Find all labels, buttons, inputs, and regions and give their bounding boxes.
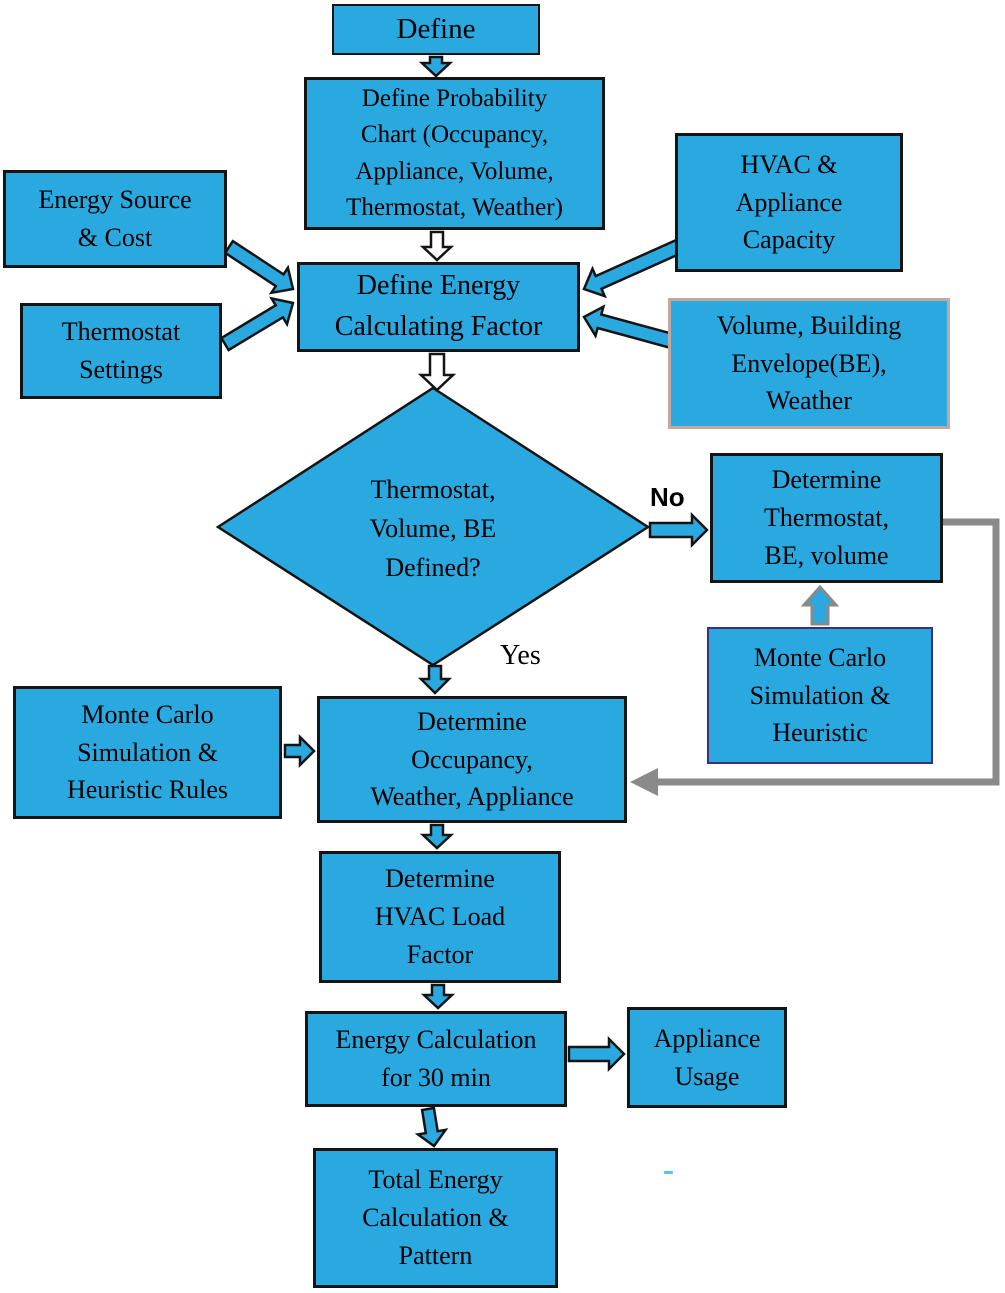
- node-monte-carlo-heuristic-rules: Monte Carlo Simulation & Heuristic Rules: [13, 686, 282, 819]
- arrow-define-to-probability: [418, 55, 454, 78]
- arrow-energy-source-to-factor: [223, 239, 295, 295]
- arrow-energy-calc-to-appliance-usage: [567, 1035, 626, 1073]
- branch-label-yes: Yes: [500, 640, 541, 671]
- node-thermostat-settings: Thermostat Settings: [20, 303, 222, 399]
- arrow-hvac-capacity-to-factor: [582, 237, 685, 299]
- node-volume-building-envelope-weather: Volume, Building Envelope(BE), Weather: [668, 298, 950, 429]
- node-hvac-appliance-capacity: HVAC & Appliance Capacity: [675, 133, 903, 272]
- arrow-hvac-load-to-energy-calc: [420, 983, 456, 1010]
- node-energy-calculation-30min: Energy Calculation for 30 min: [305, 1011, 567, 1107]
- arrow-monte-carlo-to-determine-thermostat: [800, 584, 840, 626]
- node-appliance-usage: Appliance Usage: [627, 1007, 787, 1108]
- arrow-volume-to-factor: [582, 304, 676, 350]
- arrow-thermostat-settings-to-factor: [219, 296, 295, 352]
- branch-label-no: No: [650, 482, 685, 512]
- arrow-mc-rules-to-occupancy: [283, 733, 316, 769]
- loop-arrowhead-left: [630, 768, 658, 796]
- node-total-energy-calculation-pattern: Total Energy Calculation & Pattern: [313, 1148, 558, 1288]
- arrow-energy-calc-to-total-energy: [414, 1106, 449, 1148]
- arrow-factor-to-decision: [417, 352, 457, 392]
- node-determine-hvac-load-factor: Determine HVAC Load Factor: [319, 851, 561, 983]
- decision-diamond-label: Thermostat, Volume, BE Defined?: [369, 474, 497, 582]
- arrow-occupancy-to-hvac-load: [419, 823, 455, 850]
- node-probability-chart: Define Probability Chart (Occupancy, App…: [304, 77, 605, 230]
- node-monte-carlo-simulation-heuristic: Monte Carlo Simulation & Heuristic: [707, 627, 933, 764]
- loop-line-feedback: [656, 518, 1000, 786]
- stray-mark: [664, 1171, 673, 1174]
- arrow-probability-to-factor: [419, 230, 455, 262]
- node-determine-thermostat-be-volume: Determine Thermostat, BE, volume: [710, 453, 943, 583]
- node-define: Define: [332, 4, 540, 55]
- node-energy-source-cost: Energy Source & Cost: [3, 170, 227, 268]
- node-define-energy-calculating-factor: Define Energy Calculating Factor: [297, 262, 580, 352]
- node-determine-occupancy-weather-appliance: Determine Occupancy, Weather, Appliance: [317, 696, 627, 823]
- arrow-no-to-determine-thermostat: [648, 511, 709, 549]
- arrow-yes-to-determine-occupancy: [417, 664, 453, 695]
